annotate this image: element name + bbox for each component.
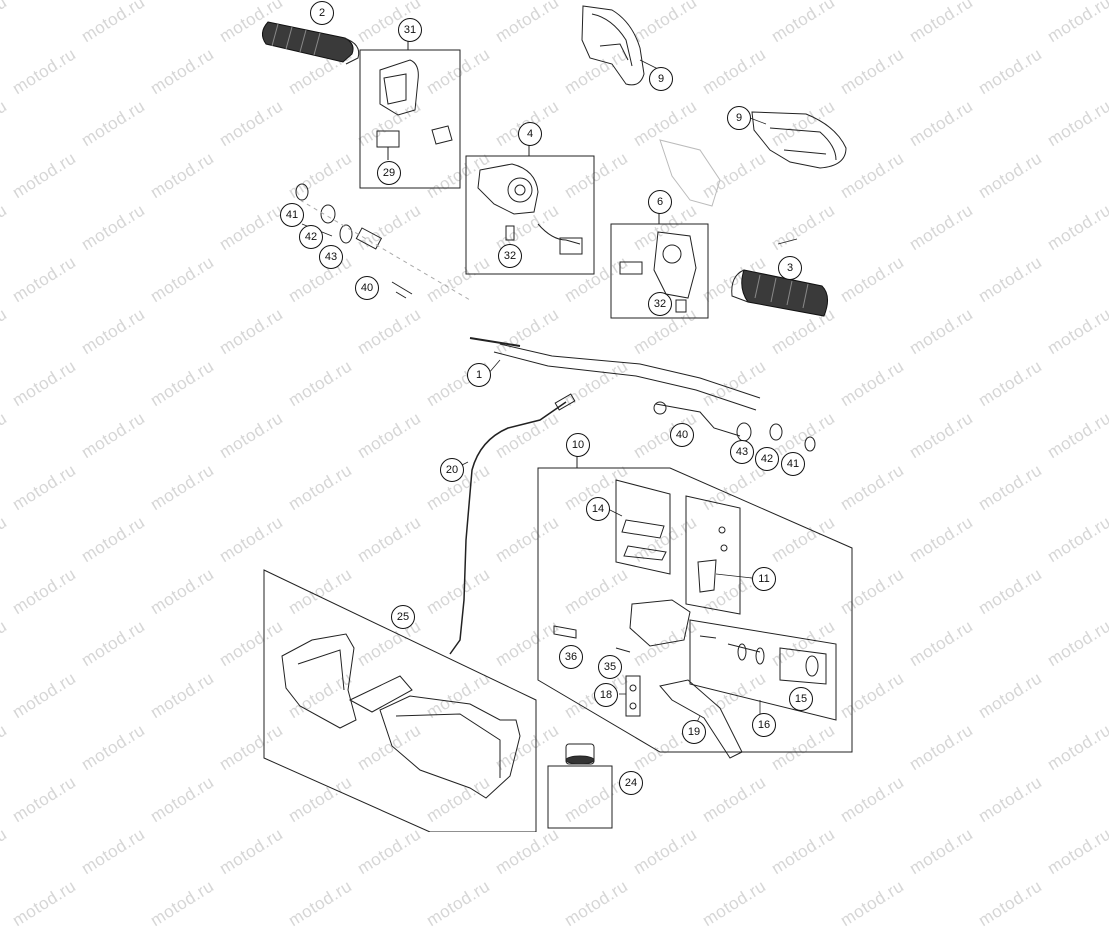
watermark-text: motod.ru [699, 876, 770, 931]
callout-18: 18 [594, 683, 618, 707]
callout-6: 6 [648, 190, 672, 214]
callout-1: 1 [467, 363, 491, 387]
callout-43-left: 43 [319, 245, 343, 269]
callout-36: 36 [559, 645, 583, 669]
callout-32-right: 32 [648, 292, 672, 316]
callout-11: 11 [752, 567, 776, 591]
callout-42-right: 42 [755, 447, 779, 471]
switch-kit-box-31 [359, 39, 461, 189]
brake-fluid-bottle-24 [547, 743, 613, 829]
watermark-text: motod.ru [147, 876, 218, 931]
callout-40-left: 40 [355, 276, 379, 300]
leader-lines [301, 59, 798, 731]
callout-31: 31 [398, 18, 422, 42]
watermark-text: motod.ru [285, 876, 356, 931]
callout-3: 3 [778, 256, 802, 280]
callout-9-right: 9 [727, 106, 751, 130]
watermark-text: motod.ru [9, 876, 80, 931]
switch-assembly-box-4 [465, 144, 595, 275]
master-cylinder-box-10 [537, 456, 853, 759]
watermark-text: motod.ru [1044, 824, 1109, 879]
callout-15: 15 [789, 687, 813, 711]
hand-guard-9-upper [581, 5, 645, 86]
callout-19: 19 [682, 720, 706, 744]
left-grip-part [262, 21, 360, 65]
watermark-text: motod.ru [561, 876, 632, 931]
callout-32-left: 32 [498, 244, 522, 268]
watermark-text: motod.ru [630, 824, 701, 879]
callout-43-right: 43 [730, 440, 754, 464]
watermark-text: motod.ru [216, 824, 287, 879]
clutch-cable-part-20 [449, 393, 576, 655]
callout-29: 29 [377, 161, 401, 185]
callout-10: 10 [566, 433, 590, 457]
callout-20: 20 [440, 458, 464, 482]
callout-35: 35 [598, 655, 622, 679]
callout-9-upper: 9 [649, 67, 673, 91]
switch-assembly-box-6 [610, 212, 709, 319]
callout-42-left: 42 [299, 225, 323, 249]
watermark-text: motod.ru [492, 824, 563, 879]
callout-25: 25 [391, 605, 415, 629]
handlebar-part-1 [469, 337, 816, 452]
watermark-text: motod.ru [78, 824, 149, 879]
watermark-text: motod.ru [975, 876, 1046, 931]
callout-4: 4 [518, 122, 542, 146]
parts-line-art [262, 5, 853, 832]
right-grip-part [731, 269, 828, 317]
callout-24: 24 [619, 771, 643, 795]
watermark-text: motod.ru [906, 824, 977, 879]
callout-2: 2 [310, 1, 334, 25]
watermark-text: motod.ru [837, 876, 908, 931]
callout-41-right: 41 [781, 452, 805, 476]
watermark-text: motod.ru [423, 876, 494, 931]
callout-16: 16 [752, 713, 776, 737]
callout-40-right: 40 [670, 423, 694, 447]
watermark-text: motod.ru [768, 824, 839, 879]
hand-guard-9-right [659, 111, 847, 207]
watermark-text: motod.ru [354, 824, 425, 879]
callout-41-left: 41 [280, 203, 304, 227]
callout-14: 14 [586, 497, 610, 521]
bar-end-parts-left [295, 183, 471, 301]
watermark-text: motod.ru [0, 824, 11, 879]
